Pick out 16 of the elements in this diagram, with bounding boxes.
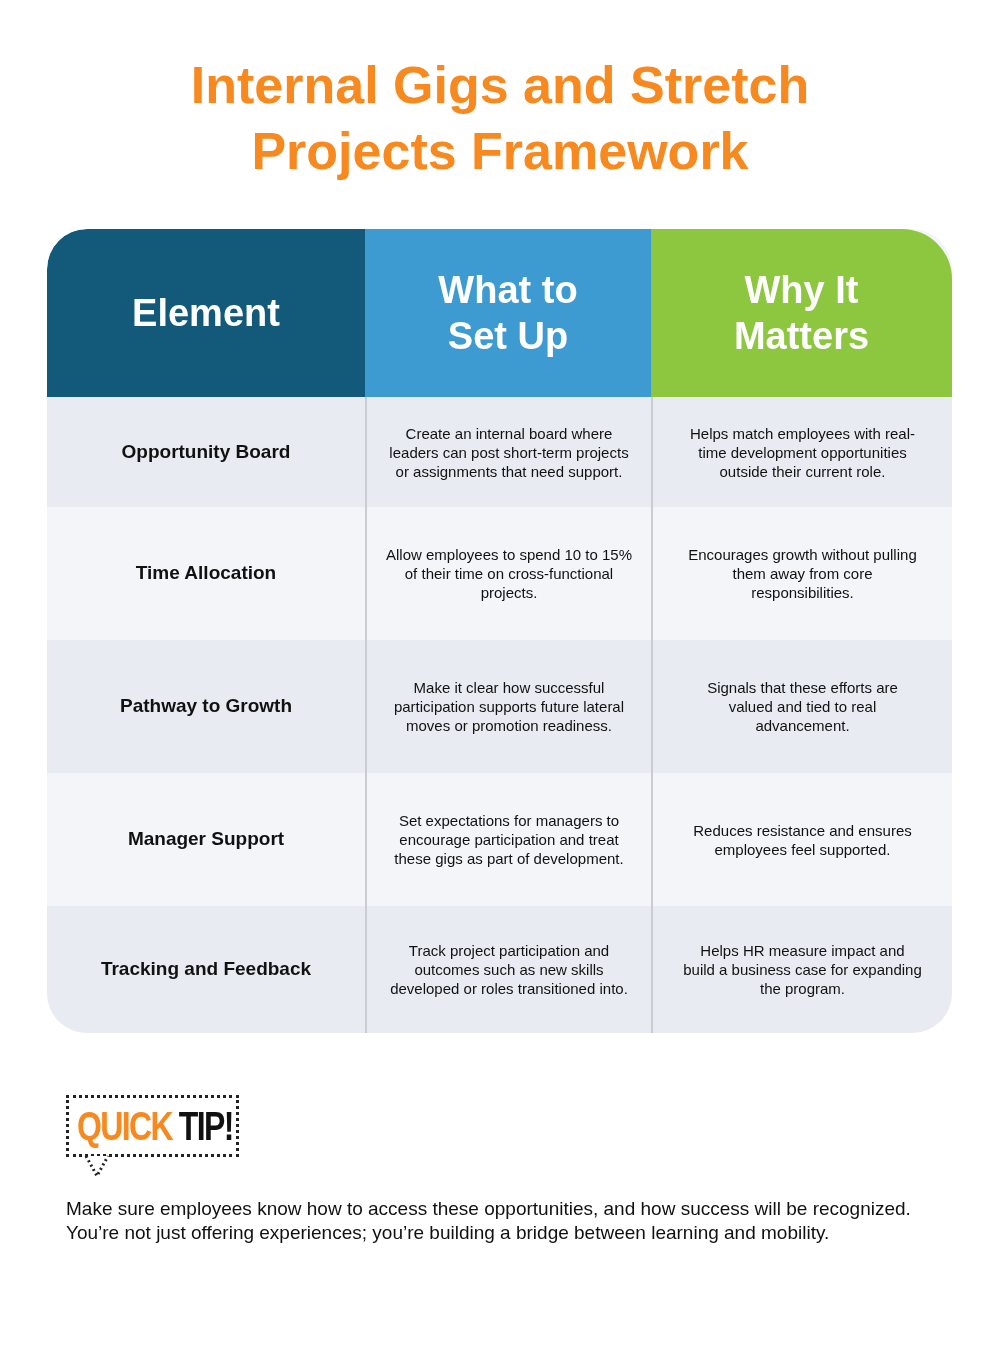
row-header-cell: Tracking and Feedback [47, 906, 365, 1033]
header-cell: What to Set Up [365, 229, 651, 397]
callout-text: TIP! [178, 1103, 233, 1150]
table-cell: Signals that these efforts are valued and tied to real advancement. [651, 640, 952, 773]
callout-text: QUICK [77, 1103, 173, 1150]
table-cell: Track project participation and outcomes such as new skills developed or roles transitioned into. [365, 906, 651, 1033]
table-cell: Make it clear how successful participation supports future lateral moves or promotion readiness. [365, 640, 651, 773]
table-cell: Helps match employees with real-time development opportunities outside their current role. [651, 397, 952, 507]
table-cell: Helps HR measure impact and build a business case for expanding the program. [651, 906, 952, 1033]
tip-paragraph: Make sure employees know how to access these opportunities, and how success will be recognized. You’re not just offering experiences; you’re building a bridge between learning and mobility. [66, 1197, 912, 1245]
row-header-cell: Pathway to Growth [47, 640, 365, 773]
row-header-cell: Opportunity Board [47, 397, 365, 507]
header-cell: Why It Matters [651, 229, 952, 397]
title: Internal Gigs and Stretch Projects Framework [189, 55, 811, 182]
header-cell: Element [47, 229, 365, 397]
table-cell: Create an internal board where leaders can post short-term projects or assignments that need support. [365, 397, 651, 507]
